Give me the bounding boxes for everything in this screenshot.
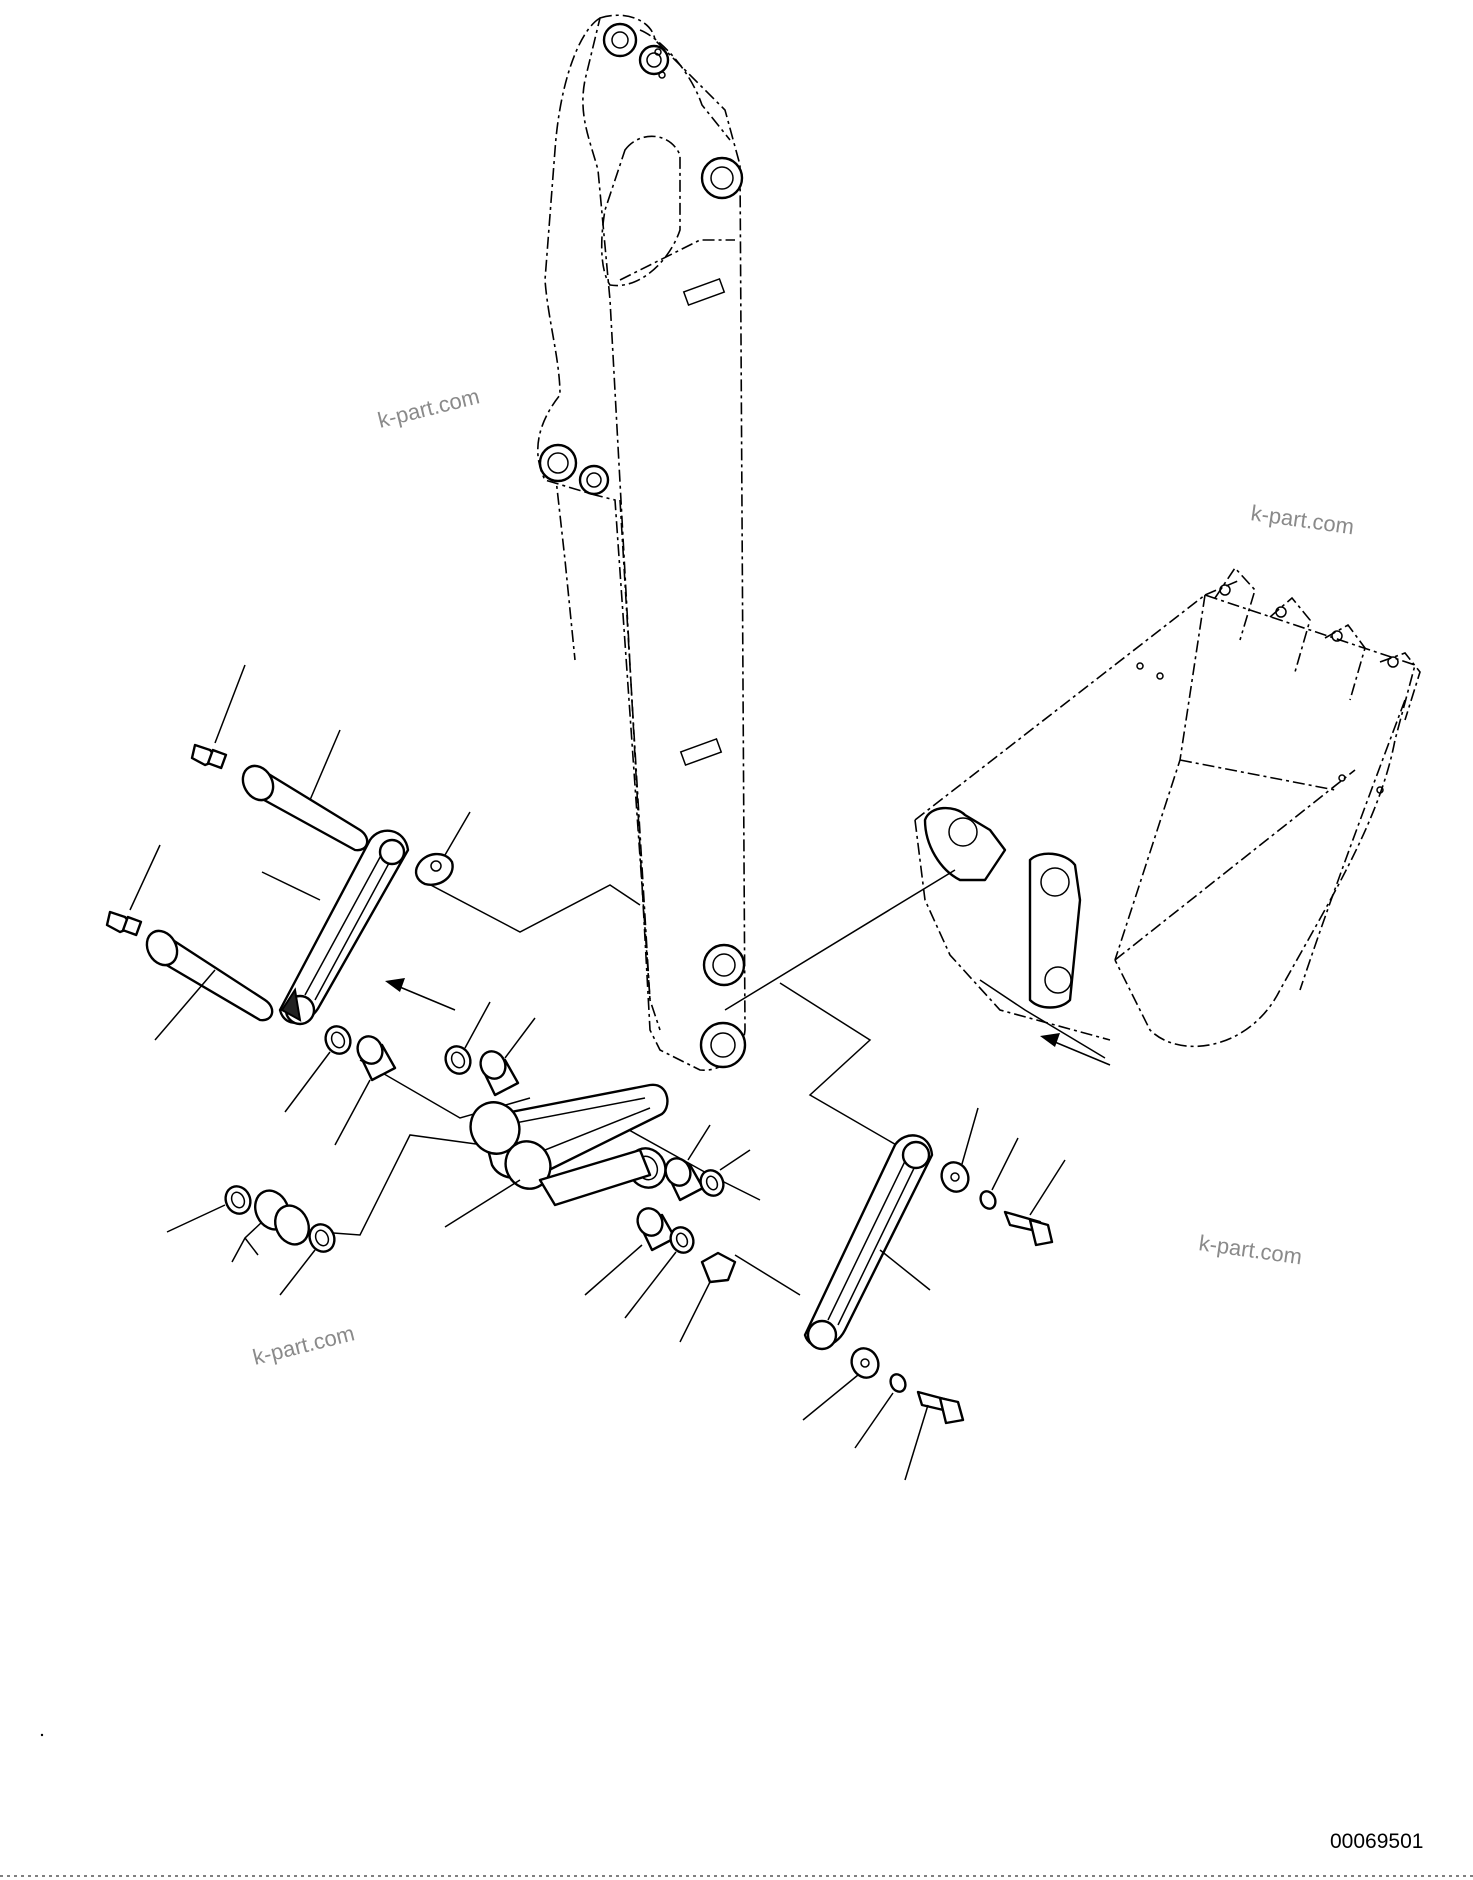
bucket (914, 566, 1421, 1048)
line-bucket-pin (979, 979, 1106, 1059)
bushing-1 (334, 1035, 397, 1146)
arm-dot-2 (658, 71, 666, 79)
arrow-right-head (1040, 1033, 1060, 1047)
drawing-number: 00069501 (1330, 1830, 1423, 1853)
line-arm-to-bucket (724, 869, 956, 1011)
arm-boom-boss (538, 443, 578, 483)
watermark-2: k-part.com (1249, 500, 1355, 539)
line-pin-to-link (359, 1059, 531, 1119)
arm (537, 14, 747, 1071)
arm-link-hole (712, 953, 736, 977)
bucket-hole-1 (1136, 662, 1144, 670)
tooth-tip-3 (1331, 630, 1343, 642)
arm-boom-hole-2 (586, 472, 602, 488)
watermark-1: k-part.com (375, 383, 482, 432)
bucket-arm-bracket (923, 806, 1007, 882)
shim-plate-upper (414, 811, 471, 886)
arm-link-boss (702, 943, 746, 987)
bucket-link-hole-2 (1044, 966, 1072, 994)
arm-boom-boss-2 (578, 464, 610, 496)
line-arm-to-link (779, 982, 906, 1151)
washer-upper (940, 1107, 979, 1193)
line-link-to-ring (319, 1134, 521, 1236)
shim-plate-lower (679, 1251, 737, 1343)
arrow-left-head (385, 978, 405, 992)
tooth-tip-1 (1219, 584, 1231, 596)
lock-washer-upper (979, 1137, 1019, 1210)
ring-4 (279, 1223, 336, 1296)
bucket-link-hole (1040, 867, 1070, 897)
arm-slot-upper (682, 277, 726, 307)
arm-cylinder-boss (700, 156, 744, 200)
bucket-link-bracket (1028, 852, 1082, 1009)
pin-lower (145, 929, 274, 1041)
arm-top-boss (602, 22, 638, 58)
arrow-left-shaft (394, 984, 456, 1011)
arm-cylinder-hole (710, 166, 734, 190)
ring-6 (624, 1226, 695, 1319)
bushing-4 (584, 1207, 677, 1296)
side-link-left (261, 829, 410, 1026)
arrow-right-shaft (1049, 1039, 1111, 1066)
shim-pair (231, 1189, 310, 1263)
bucket-hole-3 (1338, 774, 1346, 782)
pin-upper (241, 729, 369, 852)
side-link-right (803, 1134, 934, 1351)
lock-washer-lower (854, 1373, 907, 1449)
watermark-4: k-part.com (250, 1320, 357, 1369)
arm-bucket-hole (710, 1032, 736, 1058)
bucket-hole-4 (1376, 786, 1384, 794)
grease-fitting-lower (105, 844, 161, 937)
stray-dot (40, 1733, 44, 1737)
watermark-3: k-part.com (1197, 1230, 1303, 1269)
ring-1 (284, 1025, 352, 1113)
tooth-tip-2 (1275, 606, 1287, 618)
ring-3 (166, 1185, 252, 1233)
arm-top-hole-2 (646, 52, 662, 68)
arm-boom-hole (547, 452, 569, 474)
central-link (444, 1083, 669, 1228)
arm-slot-lower (679, 737, 723, 767)
connection-lines (319, 869, 1106, 1296)
arm-dot (654, 48, 662, 56)
arm-bucket-boss (699, 1021, 747, 1069)
bushing-3 (664, 1124, 711, 1202)
bolt-lower (904, 1390, 965, 1481)
arm-top-hole (611, 31, 629, 49)
arm-top-boss-2 (638, 44, 670, 76)
bushing-2 (479, 1017, 536, 1097)
direction-arrows (385, 978, 1111, 1066)
bucket-hole-2 (1156, 672, 1164, 680)
line-shim-to-rod (734, 1254, 801, 1296)
tooth-tip-4 (1387, 656, 1399, 668)
line-arm-to-shim (424, 881, 641, 933)
bucket-arm-hole (948, 817, 978, 847)
grease-fitting-upper (190, 664, 246, 770)
washer-lower (802, 1347, 880, 1421)
bolt-upper (1003, 1159, 1066, 1247)
ring-2 (444, 1001, 491, 1075)
ring-5 (699, 1149, 751, 1197)
